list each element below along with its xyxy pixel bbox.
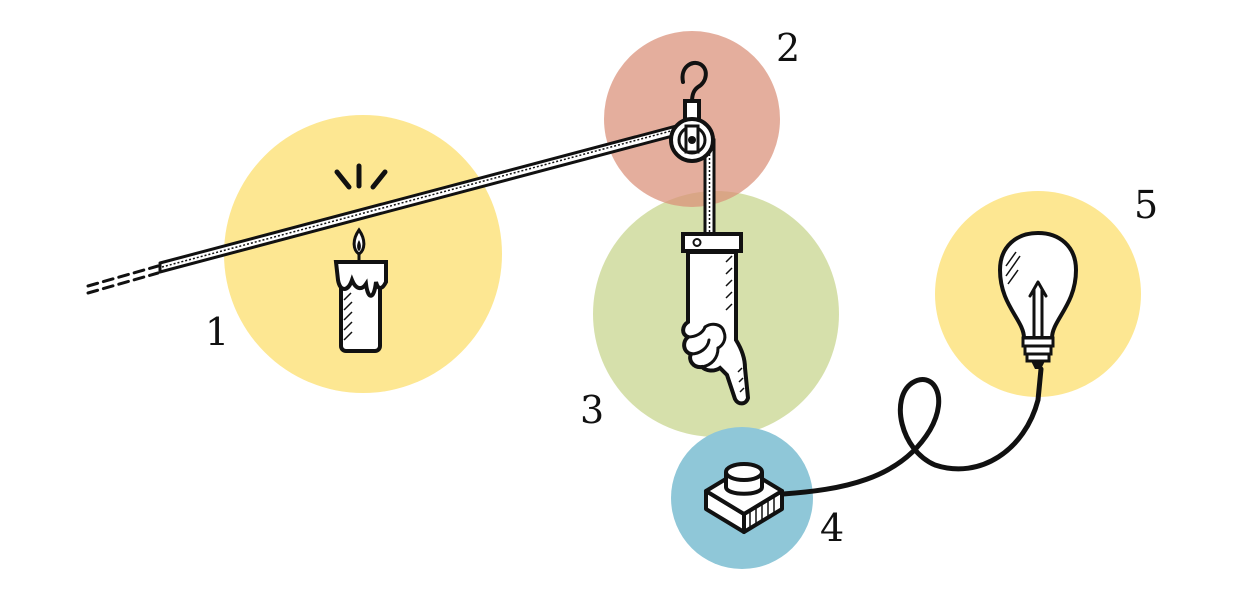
pulley-icon <box>669 61 715 163</box>
pointing-hand-icon <box>681 232 751 406</box>
light-bulb-icon <box>998 231 1078 369</box>
step-2-label: 2 <box>776 26 800 70</box>
step-3-label: 3 <box>580 388 604 432</box>
step-5-label: 5 <box>1134 183 1158 227</box>
rope-dashed-end <box>86 264 160 295</box>
step-1-label: 1 <box>205 310 229 354</box>
wire <box>780 366 1044 497</box>
push-button-icon <box>704 462 784 534</box>
step-4-label: 4 <box>820 506 844 550</box>
candle-icon <box>333 163 388 353</box>
step-1-circle <box>224 115 502 393</box>
